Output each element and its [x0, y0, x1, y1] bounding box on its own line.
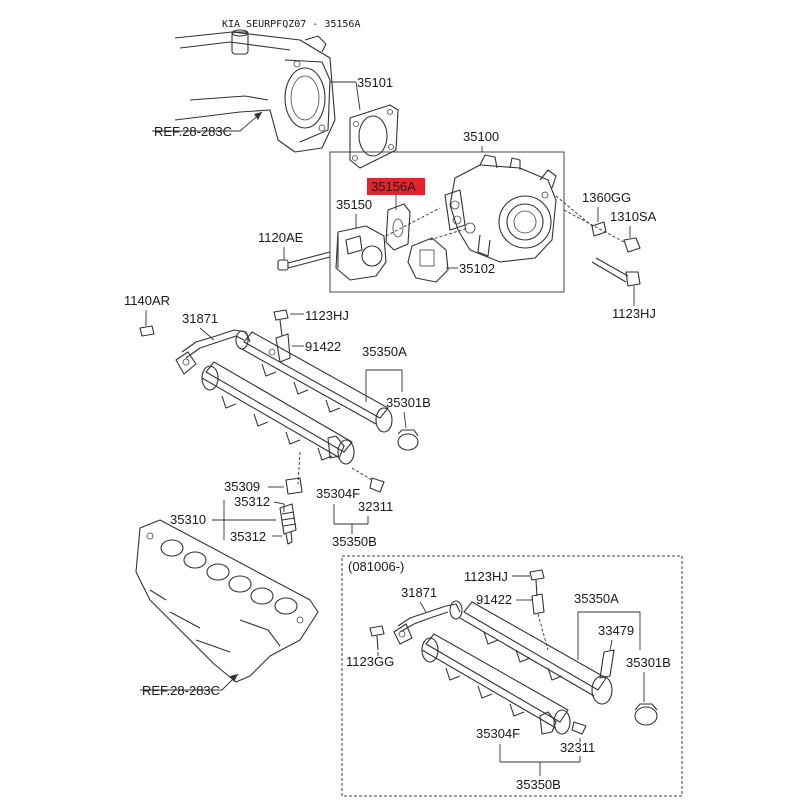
label-35102: 35102 [459, 261, 495, 276]
fuel-rail-35350A-b-drawing [459, 601, 613, 705]
fuel-rail-lower-b-drawing [421, 633, 571, 735]
ref-label-top: REF.28-283C [154, 124, 232, 139]
gasket-35101-drawing [349, 104, 399, 169]
bracket-91422-drawing [275, 333, 291, 363]
label-1310SA: 1310SA [610, 209, 657, 224]
label-32311-a: 32311 [358, 499, 393, 514]
bolt-32311-b-drawing [571, 721, 587, 735]
diagram-title: KIA SEURPFQZ07 - 35156A [222, 19, 360, 30]
bolt-1123GG-drawing [369, 625, 385, 651]
label-35350B-b: 35350B [516, 777, 561, 792]
label-35100: 35100 [463, 129, 499, 144]
label-35310: 35310 [170, 512, 206, 527]
tps-35102-drawing [407, 237, 449, 283]
label-31871-b: 31871 [401, 585, 437, 600]
label-35301B-b: 35301B [626, 655, 671, 670]
label-35312-b: 35312 [230, 529, 266, 544]
bolt-1123HJ-variant-drawing [529, 569, 545, 597]
label-91422-b: 91422 [476, 592, 512, 607]
clip-35309-drawing [285, 477, 303, 495]
regulator-35301B-a-drawing [397, 429, 419, 451]
label-1123HJ-mid: 1123HJ [305, 308, 349, 323]
label-35304F-a: 35304F [316, 486, 360, 501]
fuel-rail-35350A-a-drawing [239, 331, 393, 433]
fuel-pipe-31871-a-drawing [175, 329, 251, 375]
label-35350B-a: 35350B [332, 534, 377, 549]
label-35309: 35309 [224, 479, 260, 494]
label-91422-a: 91422 [305, 339, 341, 354]
label-1140AR: 1140AR [124, 293, 170, 308]
bolt-32311-a-drawing [351, 467, 385, 493]
nut-1310SA-drawing [623, 237, 641, 253]
label-1123HJ-variant: 1123HJ [464, 569, 508, 584]
bracket-91422-b-drawing [531, 593, 545, 615]
fuel-pipe-31871-b-drawing [393, 600, 463, 645]
label-35301B-a: 35301B [386, 395, 431, 410]
intake-plenum-drawing [174, 29, 336, 153]
isc-valve-35150-drawing [335, 225, 387, 281]
label-31871-a: 31871 [182, 311, 218, 326]
label-35101: 35101 [357, 75, 393, 90]
label-variant: (081006-) [348, 559, 404, 574]
label-35304F-b: 35304F [476, 726, 520, 741]
throttle-body-group-box [329, 151, 565, 293]
bolt-1120AE-drawing [277, 251, 331, 271]
label-33479: 33479 [598, 623, 634, 638]
label-35150: 35150 [336, 197, 372, 212]
label-35350A-a: 35350A [362, 344, 407, 359]
label-32311-b: 32311 [560, 740, 595, 755]
label-35312-a: 35312 [234, 494, 270, 509]
ref-callout-top: REF.28-283C [152, 111, 263, 139]
bolt-1123HJ-mid-drawing [273, 309, 289, 337]
injector-35310-drawing [279, 503, 297, 545]
label-35350A-b: 35350A [574, 591, 619, 606]
label-35156A[interactable]: 35156A [371, 179, 416, 194]
highlight-35156A [367, 178, 425, 195]
bolt-1123HJ-top-drawing [591, 257, 641, 287]
washer-1360GG-drawing [591, 221, 607, 237]
gasket-35156A-drawing [385, 203, 411, 251]
intake-manifold-drawing [135, 519, 319, 683]
variant-group-box [341, 555, 683, 797]
bolt-1140AR-drawing [139, 325, 155, 337]
ref-callout-bottom: REF.28-283C [140, 673, 239, 698]
fuel-rail-lower-a-drawing [201, 361, 355, 465]
label-1120AE: 1120AE [258, 230, 304, 245]
regulator-35301B-b-drawing [634, 703, 658, 726]
throttle-body-drawing [444, 154, 557, 263]
ref-label-bottom: REF.28-283C [142, 683, 220, 698]
label-1123HJ-top: 1123HJ [612, 306, 656, 321]
label-1123GG: 1123GG [346, 654, 394, 669]
label-1360GG: 1360GG [582, 190, 631, 205]
oring-33479-drawing [599, 649, 615, 679]
